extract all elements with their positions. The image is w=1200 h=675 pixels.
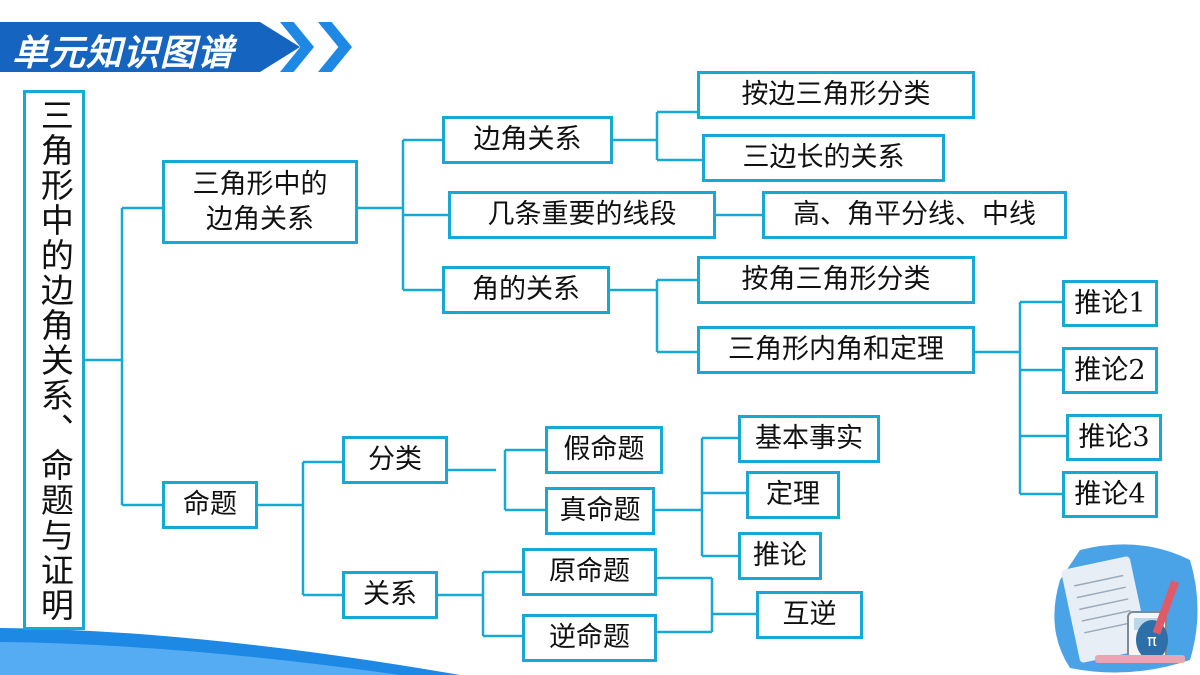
node-converse-proposition: 逆命题	[522, 614, 657, 662]
node-angle-relations: 角的关系	[442, 266, 610, 314]
svg-text:π: π	[1147, 631, 1157, 650]
page-title: 单元知识图谱	[12, 33, 235, 74]
node-original-proposition: 原命题	[522, 548, 657, 596]
node-true-proposition: 真命题	[545, 487, 655, 535]
root-topic: 三角形中的边角关系、命题与证明	[23, 90, 85, 630]
node-edge-angle: 边角关系	[442, 116, 613, 164]
node-mutual-converse: 互逆	[756, 591, 863, 639]
node-classify-by-side: 按边三角形分类	[697, 71, 975, 119]
node-classify: 分类	[342, 436, 448, 484]
node-segments: 几条重要的线段	[448, 191, 716, 239]
node-segments-list: 高、角平分线、中线	[762, 191, 1067, 239]
wave-decoration	[0, 628, 460, 675]
node-classify-by-angle: 按角三角形分类	[697, 256, 975, 304]
node-false-proposition: 假命题	[545, 426, 663, 474]
node-corollary-3: 推论3	[1066, 414, 1162, 461]
node-corollary-2: 推论2	[1062, 347, 1158, 394]
node-corollary-4: 推论4	[1062, 471, 1158, 518]
node-basic-fact: 基本事实	[738, 415, 880, 463]
math-notebook-icon: π	[1054, 544, 1198, 673]
node-corollary: 推论	[738, 532, 822, 580]
node-proposition: 命题	[162, 481, 258, 529]
node-three-sides: 三边长的关系	[702, 134, 945, 182]
node-theorem: 定理	[746, 471, 840, 519]
node-corollary-1: 推论1	[1062, 280, 1158, 327]
header-banner	[0, 22, 300, 72]
node-angle-sum-theorem: 三角形内角和定理	[697, 326, 975, 374]
node-triangle-relations: 三角形中的 边角关系	[162, 160, 358, 244]
node-relation: 关系	[342, 571, 438, 619]
